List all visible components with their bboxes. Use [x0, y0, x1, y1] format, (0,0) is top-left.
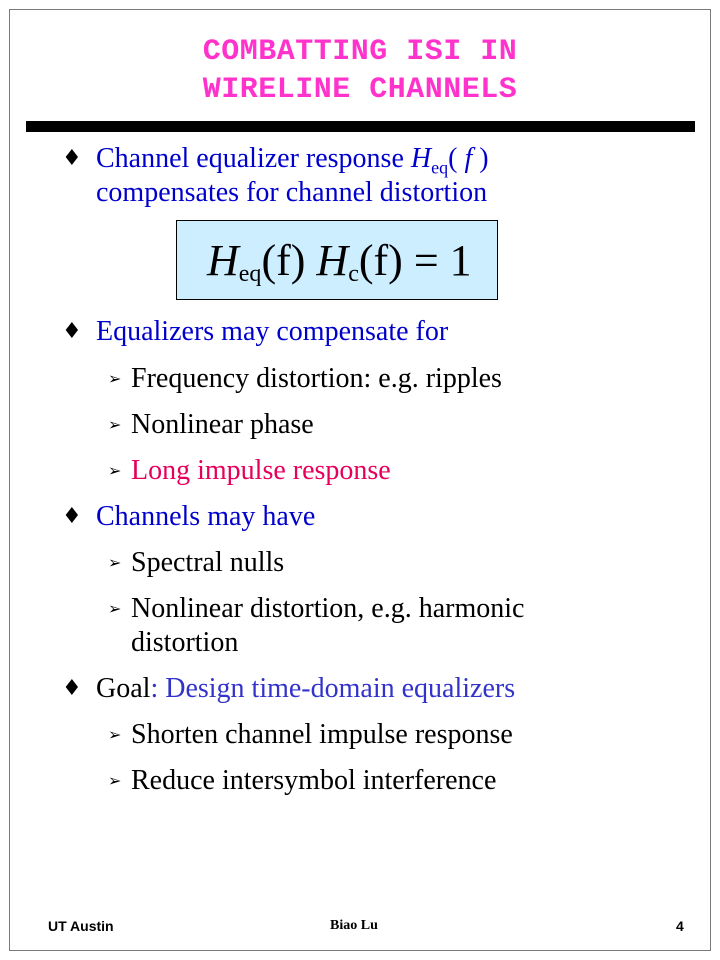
arrowhead-bullet-icon: ➢	[108, 461, 122, 480]
arrowhead-bullet-icon: ➢	[108, 725, 122, 744]
title-divider-rule	[26, 121, 695, 132]
arrowhead-bullet-icon: ➢	[108, 599, 122, 618]
bullet-channel-equalizer: Channel equalizer response Heq( f )	[96, 143, 489, 178]
footer-institution: UT Austin	[48, 918, 114, 934]
equalizer-formula: Heq(f) Hc(f) = 1	[207, 236, 472, 287]
footer-page-number: 4	[676, 918, 684, 934]
arrowhead-bullet-icon: ➢	[108, 553, 122, 572]
sub-bullet-nonlinear-distortion-line-2: distortion	[131, 627, 239, 658]
equalizer-formula-box: Heq(f) Hc(f) = 1	[176, 220, 498, 300]
bullet-channels-may-have: Channels may have	[96, 501, 316, 532]
arrowhead-bullet-icon: ➢	[108, 369, 122, 388]
sub-bullet-shorten-impulse: Shorten channel impulse response	[131, 719, 513, 750]
diamond-bullet-icon: ♦	[62, 146, 82, 171]
bullet-channel-equalizer-line-2: compensates for channel distortion	[96, 177, 488, 208]
sub-bullet-long-impulse-response: Long impulse response	[131, 455, 391, 486]
arrowhead-bullet-icon: ➢	[108, 771, 122, 790]
sub-bullet-nonlinear-distortion: Nonlinear distortion, e.g. harmonic	[131, 593, 525, 624]
eq-subscript: eq	[431, 157, 449, 178]
h-symbol: H	[410, 143, 432, 174]
bullet-goal: Goal: Design time-domain equalizers	[96, 672, 515, 706]
slide-title-line-1: COMBATTING ISI IN	[202, 35, 518, 69]
diamond-bullet-icon: ♦	[62, 319, 82, 344]
slide-title-line-2: WIRELINE CHANNELS	[202, 73, 518, 107]
slide-frame	[9, 9, 711, 951]
bullet-equalizers-compensate: Equalizers may compensate for	[96, 316, 449, 347]
sub-bullet-spectral-nulls: Spectral nulls	[131, 547, 285, 578]
sub-bullet-nonlinear-phase: Nonlinear phase	[131, 409, 314, 440]
sub-bullet-frequency-distortion: Frequency distortion: e.g. ripples	[131, 363, 502, 394]
sub-bullet-reduce-isi: Reduce intersymbol interference	[131, 765, 497, 796]
arrowhead-bullet-icon: ➢	[108, 415, 122, 434]
diamond-bullet-icon: ♦	[62, 676, 82, 701]
goal-text: : Design time-domain equalizers	[150, 673, 516, 704]
goal-label: Goal	[96, 673, 151, 704]
footer-author: Biao Lu	[330, 918, 378, 933]
diamond-bullet-icon: ♦	[62, 504, 82, 529]
